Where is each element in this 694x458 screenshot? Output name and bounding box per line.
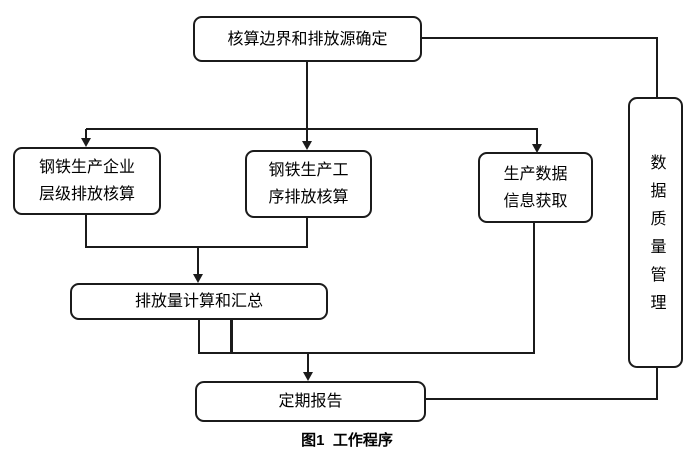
- connector-boundary-to-quality-horizontal: [422, 37, 658, 39]
- node-data-quality-management: 数据质量管理: [628, 97, 683, 368]
- connector-boundary-to-split: [306, 62, 308, 129]
- node-enterprise-level-accounting-line2: 层级排放核算: [38, 186, 135, 203]
- node-data-quality-management-label: 数据质量管理: [647, 153, 665, 322]
- connector-quality-to-report-horizontal: [426, 398, 658, 400]
- arrowhead-to-report-icon: [303, 372, 313, 381]
- connector-split-to-enterprise: [85, 129, 87, 139]
- connector-split-horizontal: [86, 128, 538, 130]
- node-enterprise-level-accounting: 钢铁生产企业 层级排放核算: [13, 147, 161, 215]
- connector-quality-bottom-vertical: [656, 366, 658, 400]
- figure-caption: 图1 工作程序: [301, 432, 393, 449]
- connector-enterprise-down: [85, 215, 87, 248]
- arrowhead-to-production-data-icon: [532, 144, 542, 153]
- node-production-data-line2: 信息获取: [503, 192, 568, 210]
- arrowhead-to-enterprise-icon: [81, 138, 91, 147]
- node-process-level-accounting-line2: 序排放核算: [268, 189, 349, 206]
- node-accounting-boundary: 核算边界和排放源确定: [193, 16, 422, 62]
- node-process-level-accounting: 钢铁生产工 序排放核算: [245, 150, 372, 218]
- connector-split-to-process: [306, 129, 308, 142]
- arrowhead-to-process-icon: [302, 141, 312, 150]
- node-accounting-boundary-label: 核算边界和排放源确定: [227, 30, 388, 48]
- connector-split-to-production-data: [536, 129, 538, 145]
- arrowhead-to-calculation-icon: [193, 274, 203, 283]
- node-production-data-line1: 生产数据: [503, 165, 568, 183]
- connector-process-down: [306, 218, 308, 248]
- node-emission-calculation-label: 排放量计算和汇总: [134, 293, 263, 310]
- node-emission-calculation: 排放量计算和汇总: [70, 283, 328, 320]
- connector-calculation-down: [198, 320, 200, 354]
- node-production-data: 生产数据 信息获取: [478, 152, 593, 223]
- node-process-level-accounting-line1: 钢铁生产工: [268, 162, 349, 179]
- connector-join-to-calculation: [197, 248, 199, 275]
- node-enterprise-level-accounting-line1: 钢铁生产企业: [38, 159, 135, 176]
- connector-production-data-to-calculation-stub: [230, 320, 233, 353]
- connector-to-report: [307, 354, 309, 373]
- connector-production-data-down: [533, 223, 535, 354]
- connector-lower-horizontal: [198, 352, 535, 354]
- connector-quality-top-vertical: [656, 39, 658, 99]
- node-periodic-report-label: 定期报告: [278, 393, 343, 410]
- node-periodic-report: 定期报告: [195, 381, 426, 422]
- connector-join-horizontal: [85, 246, 308, 248]
